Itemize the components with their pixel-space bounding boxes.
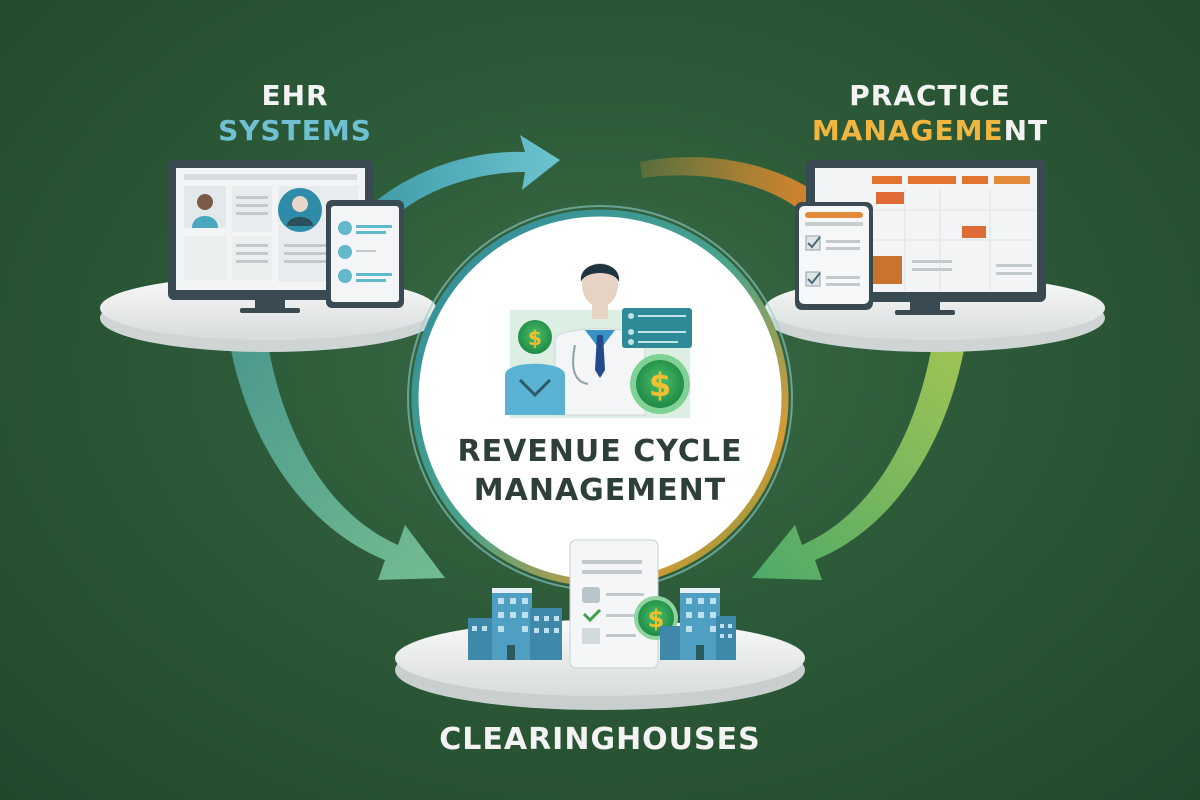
building-icon-left bbox=[468, 588, 562, 660]
ehr-label-line2: SYSTEMS bbox=[218, 114, 372, 147]
arrow-ehr-to-clearinghouses bbox=[230, 345, 445, 580]
practice-checklist-tablet-icon bbox=[795, 202, 873, 310]
checklist-panel-icon bbox=[622, 308, 692, 348]
ehr-tablet-icon bbox=[326, 200, 404, 308]
dollar-coin-icon: $ bbox=[518, 320, 552, 354]
claim-document-icon bbox=[569, 539, 659, 669]
center-title-line2: MANAGEMENT bbox=[473, 473, 727, 508]
ehr-label-line1: EHR bbox=[261, 79, 329, 112]
clearinghouses-label: CLEARINGHOUSES bbox=[439, 722, 761, 757]
arrow-practice-to-center bbox=[640, 157, 820, 210]
practice-label-highlight: MANAGEME bbox=[811, 114, 1004, 147]
large-dollar-coin-icon: $ bbox=[630, 354, 690, 414]
practice-label-line1: PRACTICE bbox=[849, 79, 1011, 112]
ehr-systems-label: EHR SYSTEMS bbox=[180, 78, 410, 148]
practice-management-label: PRACTICE MANAGEMENT bbox=[770, 78, 1090, 148]
svg-text:$: $ bbox=[649, 366, 671, 404]
center-title: REVENUE CYCLE MANAGEMENT bbox=[430, 432, 770, 510]
arrow-practice-to-clearinghouses bbox=[752, 345, 965, 580]
center-illustration: $ $ bbox=[505, 263, 692, 418]
center-title-line1: REVENUE CYCLE bbox=[457, 434, 743, 469]
svg-text:$: $ bbox=[528, 326, 542, 350]
practice-label-rest: NT bbox=[1003, 114, 1049, 147]
arrow-ehr-to-practice bbox=[365, 135, 560, 225]
patient-icon bbox=[505, 363, 565, 415]
doctor-icon bbox=[554, 263, 646, 416]
building-icon-right bbox=[660, 588, 736, 660]
